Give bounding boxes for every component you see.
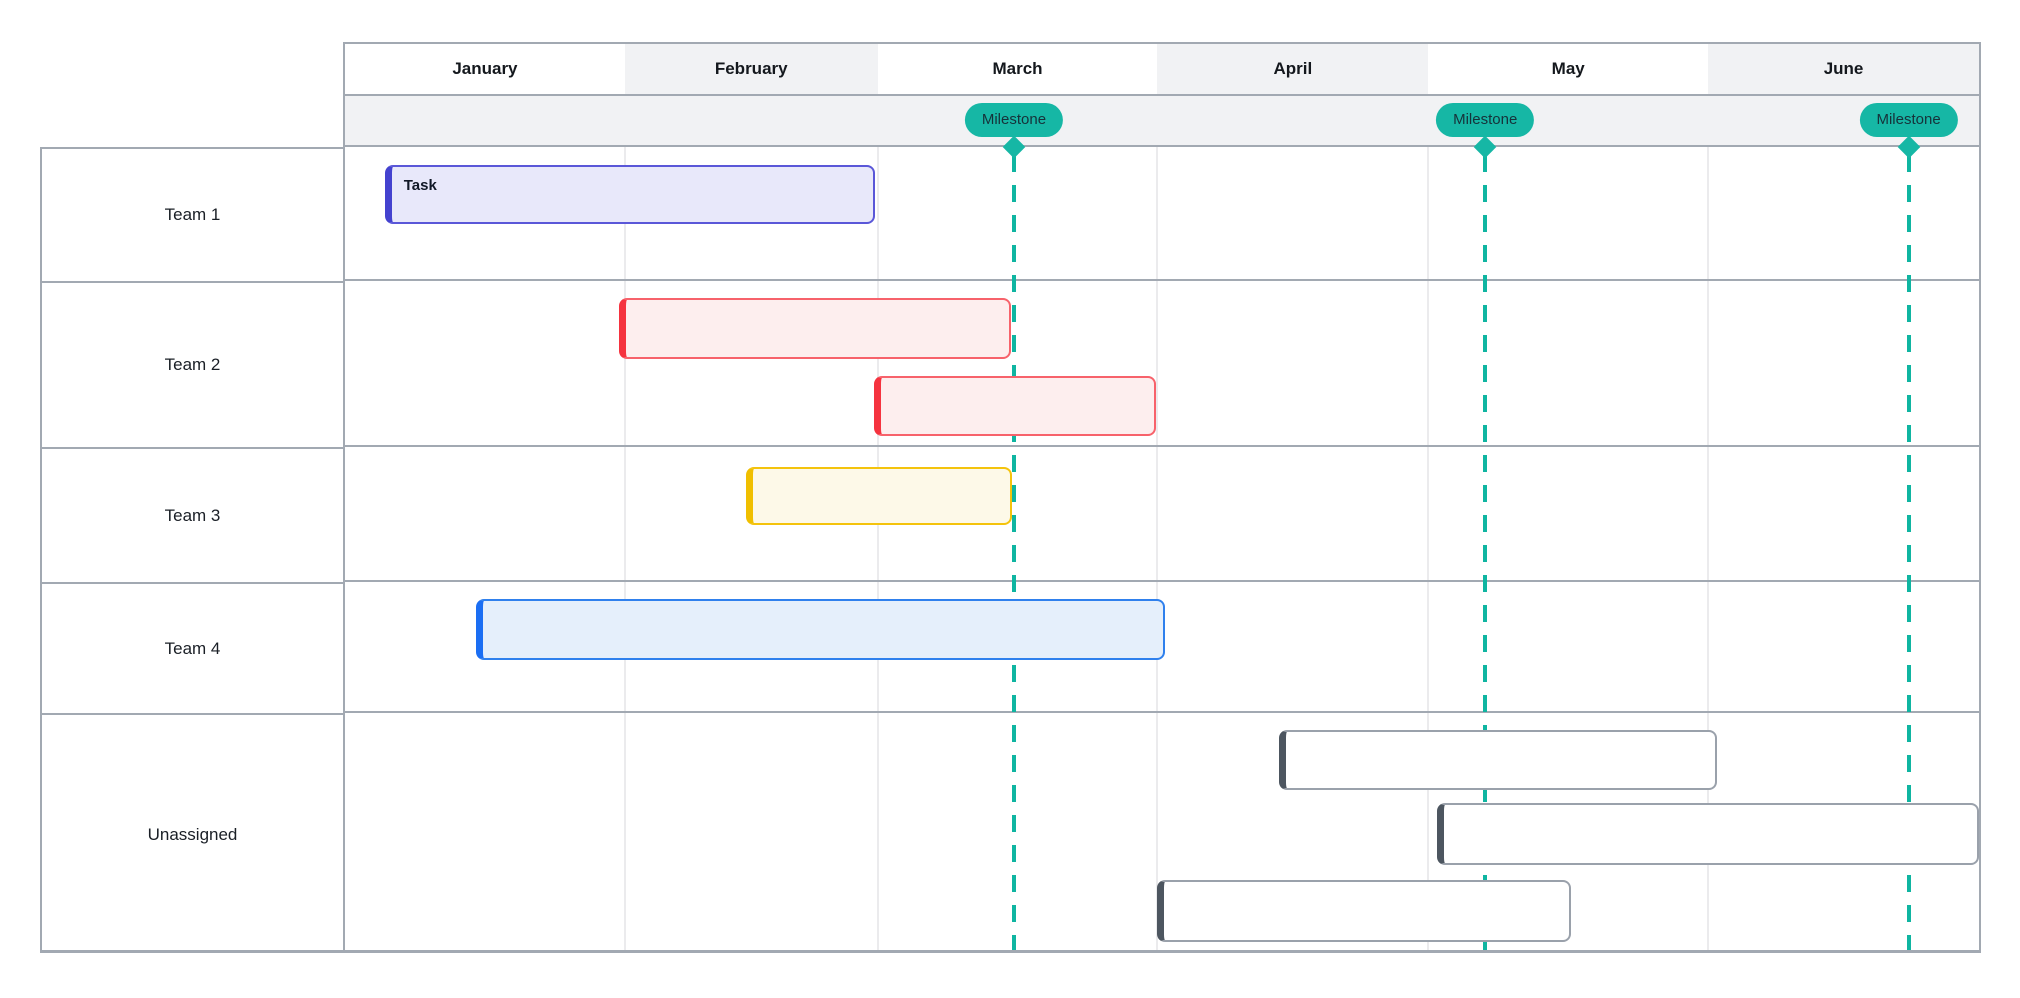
- milestone-pill-1[interactable]: Milestone: [964, 103, 1064, 137]
- month-gridline: [1707, 147, 1710, 950]
- gantt-row-unassigned: [345, 711, 1979, 953]
- month-header-april: April: [1157, 44, 1429, 94]
- timeline-area: January February March April May June Milesto…: [343, 42, 1981, 953]
- task-bar-indigo[interactable]: Task: [384, 165, 875, 224]
- row-label-team-3: Team 3: [42, 447, 343, 582]
- month-header-march: March: [992, 59, 1043, 78]
- month-gridline: [1427, 147, 1430, 950]
- task-bar-red[interactable]: [874, 376, 1156, 436]
- gantt-body: Task: [345, 147, 1979, 953]
- month-header-february: February: [624, 44, 878, 94]
- task-bar-yellow[interactable]: [745, 467, 1013, 525]
- milestone-pill-3[interactable]: Milestone: [1859, 103, 1958, 137]
- month-header-may: May: [1551, 59, 1585, 78]
- gantt-row-team-2: [345, 279, 1979, 445]
- month-header-january: January: [452, 59, 518, 78]
- gantt-row-team-4: [345, 580, 1979, 711]
- month-header-row: January February March April May June: [345, 42, 1979, 96]
- month-gridline: [876, 147, 879, 950]
- milestone-dashed-line-1: [1011, 155, 1016, 950]
- task-bar-gray[interactable]: [1156, 880, 1571, 942]
- gantt-row-team-1: Task: [345, 147, 1979, 279]
- milestone-band: Milestone Milestone Milestone: [345, 96, 1979, 159]
- month-gridline: [1156, 147, 1159, 950]
- row-label-unassigned: Unassigned: [42, 713, 343, 955]
- milestone-dashed-line-2: [1483, 155, 1488, 950]
- task-bar-gray[interactable]: [1279, 730, 1718, 790]
- task-bar-gray[interactable]: [1437, 803, 1979, 865]
- task-bar-label: Task: [403, 177, 437, 194]
- row-label-team-2: Team 2: [42, 281, 343, 447]
- milestone-dashed-line-3: [1906, 155, 1911, 950]
- month-gridline: [623, 147, 626, 950]
- task-bar-blue[interactable]: [475, 599, 1165, 660]
- row-label-team-1: Team 1: [164, 205, 221, 224]
- month-header-june: June: [1708, 44, 1979, 94]
- milestone-pill-2[interactable]: Milestone: [1436, 103, 1535, 137]
- task-bar-red[interactable]: [618, 298, 1012, 359]
- row-label-team-4: Team 4: [42, 582, 343, 713]
- gantt-row-team-3: [345, 445, 1979, 580]
